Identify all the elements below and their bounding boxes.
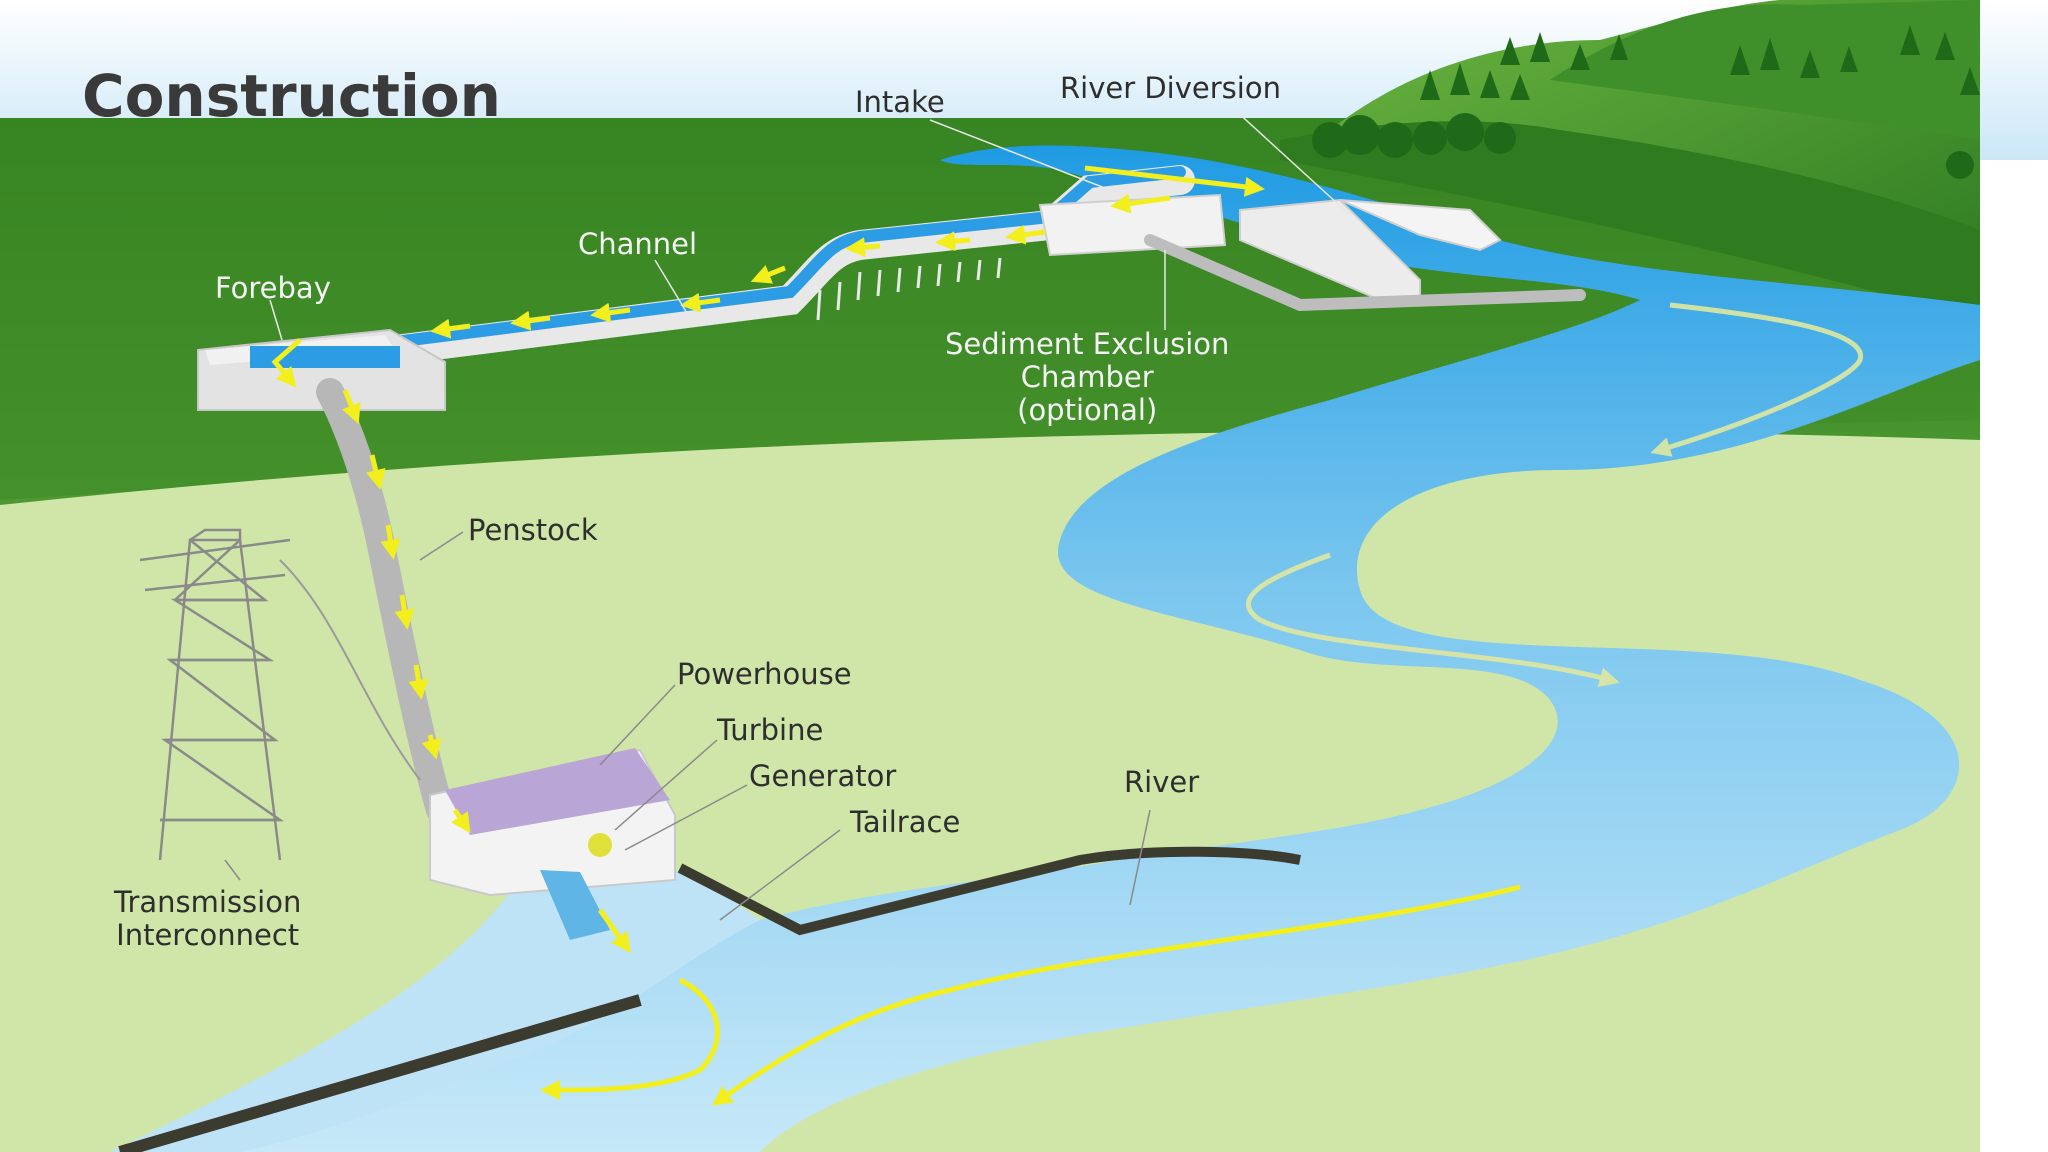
- canal: [380, 165, 1195, 365]
- leader-lines: [269, 109, 1351, 341]
- label-sediment-line-1: Sediment Exclusion: [945, 327, 1230, 361]
- flow-arrows: [271, 165, 1521, 1106]
- riverbank-wall-left: [118, 994, 642, 1152]
- label-transmission-line-2: Interconnect: [116, 918, 300, 952]
- powerhouse-building: [429, 748, 676, 940]
- river-flow-arrows: [1246, 302, 1863, 688]
- leader-lines-dark: [224, 531, 1151, 921]
- intake-structure: [1038, 193, 1586, 312]
- label-generator: Generator: [749, 759, 897, 793]
- label-intake: Intake: [855, 85, 945, 119]
- label-sediment-line-2: Chamber: [1020, 360, 1154, 394]
- label-penstock: Penstock: [468, 513, 598, 547]
- tailrace-pool: [110, 870, 760, 1152]
- river: [240, 145, 1980, 1152]
- transmission-tower: [139, 528, 291, 861]
- tree-line: [1312, 25, 1980, 179]
- label-sediment-line-3: (optional): [1017, 393, 1158, 427]
- label-transmission-line-1: Transmission: [114, 885, 302, 919]
- label-forebay: Forebay: [215, 271, 331, 305]
- label-river-diversion: River Diversion: [1060, 71, 1281, 105]
- label-transmission-interconnect: Transmission Interconnect: [114, 886, 301, 952]
- label-sediment-chamber: Sediment Exclusion Chamber (optional): [945, 328, 1229, 427]
- transmission-line: [279, 559, 421, 781]
- label-channel: Channel: [578, 227, 698, 261]
- label-tailrace: Tailrace: [850, 805, 961, 839]
- label-powerhouse: Powerhouse: [677, 657, 852, 691]
- riverbank-wall: [677, 846, 1301, 936]
- page-title: Construction: [82, 62, 501, 130]
- label-river: River: [1124, 765, 1200, 799]
- label-turbine: Turbine: [717, 713, 824, 747]
- forebay-structure: [197, 328, 446, 411]
